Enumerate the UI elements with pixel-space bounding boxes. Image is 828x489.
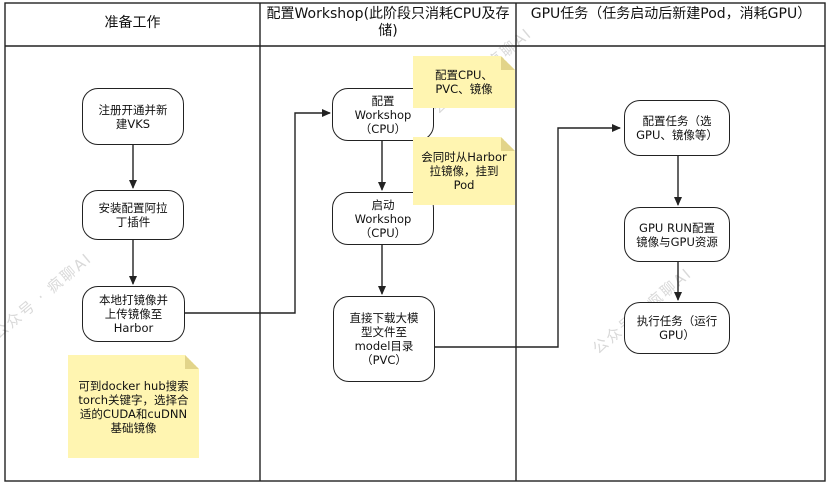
node-install-plugin: 安装配置阿拉丁插件 bbox=[82, 190, 184, 240]
node-run-task: 执行任务（运行GPU） bbox=[624, 302, 730, 354]
node-register-vks: 注册开通并新建VKS bbox=[82, 88, 184, 145]
node-build-image: 本地打镜像并上传镜像至Harbor bbox=[82, 286, 185, 342]
lane-header-gpu-task: GPU任务（任务启动后新建Pod，消耗GPU） bbox=[530, 6, 812, 22]
node-start-workshop: 启动Workshop（CPU） bbox=[332, 192, 434, 245]
note-docker-hub: 可到docker hub搜索torch关键字，选择合适的CUDA和cuDNN基础… bbox=[68, 355, 199, 458]
lane-header-prep: 准备工作 bbox=[104, 15, 161, 31]
node-download-model: 直接下载大模型文件至model目录（PVC） bbox=[333, 296, 435, 382]
note-harbor-pull: 会同时从Harbor拉镜像，挂到Pod bbox=[413, 137, 515, 205]
arrow-download-to-config-task bbox=[435, 124, 621, 348]
swimlane-frame bbox=[4, 2, 826, 482]
note-config-cpu: 配置CPU、PVC、镜像 bbox=[413, 56, 515, 108]
arrow-build-to-config-workshop bbox=[185, 109, 331, 314]
lane-header-workshop: 配置Workshop(此阶段只消耗CPU及存储) bbox=[266, 6, 510, 39]
node-gpu-run: GPU RUN配置镜像与GPU资源 bbox=[624, 207, 730, 262]
node-config-task: 配置任务（选GPU、镜像等） bbox=[624, 100, 730, 156]
